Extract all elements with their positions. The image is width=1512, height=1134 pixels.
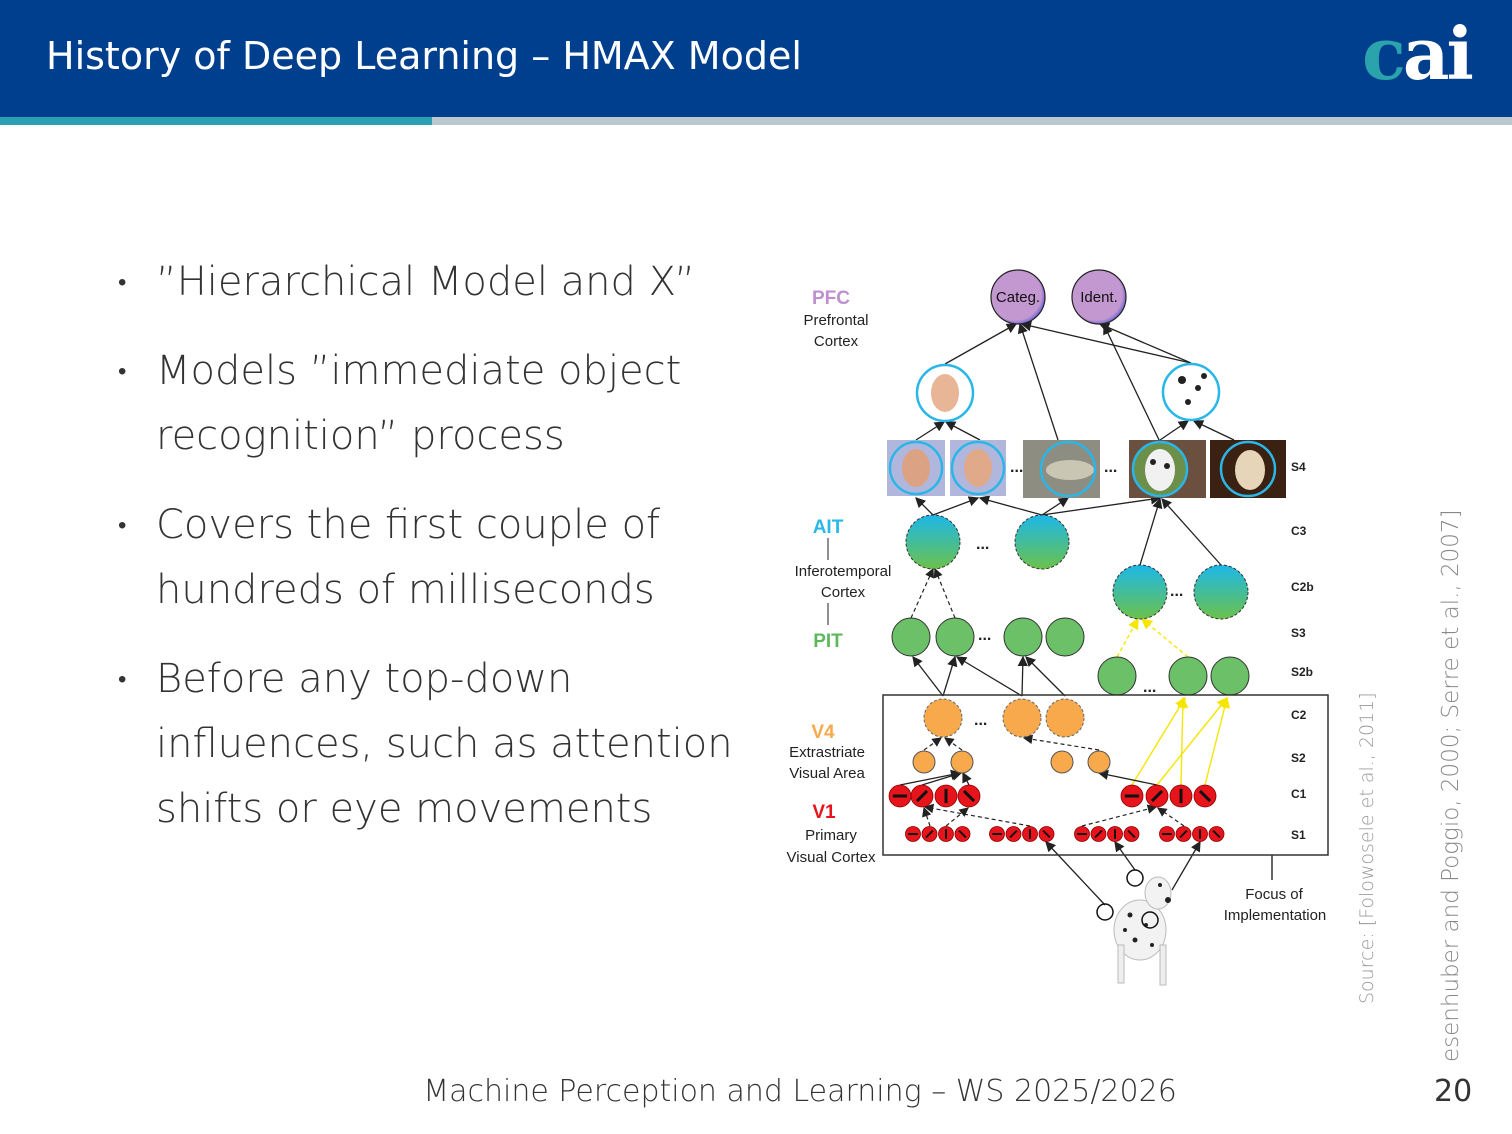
s4-image-tiles [887, 440, 1286, 498]
svg-text:Implementation: Implementation [1224, 907, 1327, 924]
c3-units [905, 514, 1070, 570]
orientation-bar [925, 829, 934, 839]
slide-title: History of Deep Learning – HMAX Model [46, 34, 802, 78]
svg-text:Prefrontal: Prefrontal [803, 312, 868, 329]
header-accent-bar [0, 117, 432, 125]
v1-label: V1 [812, 802, 836, 823]
orientation-bar [1150, 789, 1164, 803]
ident-unit [1071, 269, 1127, 325]
header-divider-bar [432, 117, 1512, 125]
svg-text:Primary: Primary [805, 827, 857, 844]
c2-units [923, 698, 1085, 738]
svg-text:Visual Cortex: Visual Cortex [787, 849, 876, 866]
svg-text:...: ... [976, 536, 989, 553]
c2b-units [1112, 564, 1249, 620]
svg-text:S2: S2 [1291, 751, 1306, 765]
bullet-item: •Covers the first couple of hundreds of … [118, 502, 661, 613]
categ-unit [990, 269, 1046, 325]
dalmatian-unit [1161, 362, 1221, 422]
svg-text:S2b: S2b [1291, 665, 1313, 679]
footer-course-title: Machine Perception and Learning – WS 202… [423, 1074, 1177, 1109]
bullet-item: •”Hierarchical Model and X” [118, 259, 696, 305]
svg-text:C2: C2 [1291, 708, 1307, 722]
orientation-bar [1042, 829, 1051, 839]
s3-units [891, 617, 1085, 657]
c1-units [888, 784, 1217, 808]
svg-text:Visual Area: Visual Area [789, 765, 865, 782]
v4-label: V4 [811, 722, 835, 743]
svg-text:...: ... [974, 712, 987, 729]
orientation-bar [958, 829, 967, 839]
hmax-diagram: Categ. Ident. ... ... ... .. [787, 269, 1329, 986]
orientation-bar [962, 789, 976, 803]
focus-box [882, 694, 1329, 856]
svg-text:...: ... [1010, 459, 1023, 476]
pit-label: PIT [813, 631, 843, 652]
svg-text:...: ... [978, 627, 991, 644]
orientation-bar [1179, 829, 1188, 839]
svg-text:...: ... [1104, 459, 1117, 476]
svg-text:S1: S1 [1291, 828, 1306, 842]
svg-text:Focus of: Focus of [1245, 886, 1303, 903]
orientation-bar [1127, 829, 1136, 839]
svg-text:S4: S4 [1291, 460, 1306, 474]
s1-units [905, 826, 1225, 842]
orientation-bar [1198, 789, 1212, 803]
bullet-list: •”Hierarchical Model and X” •Models ”imm… [118, 250, 758, 866]
svg-text:...: ... [1143, 679, 1156, 696]
orientation-bar [915, 789, 929, 803]
svg-text:Ident.: Ident. [1080, 289, 1118, 306]
face-unit [915, 363, 975, 423]
layer-labels: S4 C3 C2b S3 S2b C2 S2 C1 S1 [1291, 460, 1314, 842]
svg-text:S3: S3 [1291, 626, 1306, 640]
ait-label: AIT [813, 517, 844, 538]
svg-text:...: ... [1170, 583, 1183, 600]
page-number: 20 [1434, 1074, 1473, 1109]
svg-text:Cortex: Cortex [821, 584, 866, 601]
pfc-label: PFC [812, 288, 850, 309]
svg-text:C2b: C2b [1291, 580, 1314, 594]
svg-text:Inferotemporal: Inferotemporal [795, 563, 892, 580]
bullet-item: •Before any top-down influences, such as… [118, 656, 733, 832]
slide-header: History of Deep Learning – HMAX Model ca… [0, 0, 1512, 117]
s2b-units [1097, 656, 1250, 696]
source-citation-secondary: esenhuber and Poggio, 2000; Serre et al.… [1438, 509, 1464, 1062]
orientation-bar [1212, 829, 1221, 839]
svg-text:Cortex: Cortex [814, 333, 859, 350]
connection-arrows [912, 320, 1235, 697]
bullet-item: •Models ”immediate object recognition” p… [118, 348, 682, 459]
s2-units [912, 750, 1111, 774]
svg-text:C3: C3 [1291, 524, 1307, 538]
svg-text:C1: C1 [1291, 787, 1307, 801]
svg-text:Extrastriate: Extrastriate [789, 744, 865, 761]
orientation-bar [1009, 829, 1018, 839]
cai-logo: cai [1362, 11, 1474, 96]
svg-text:Categ.: Categ. [996, 289, 1040, 306]
orientation-bar [1094, 829, 1103, 839]
dalmatian-stimulus-image [1096, 869, 1172, 986]
source-citation: Source: [Folowosele et al., 2011] [1356, 692, 1378, 1004]
